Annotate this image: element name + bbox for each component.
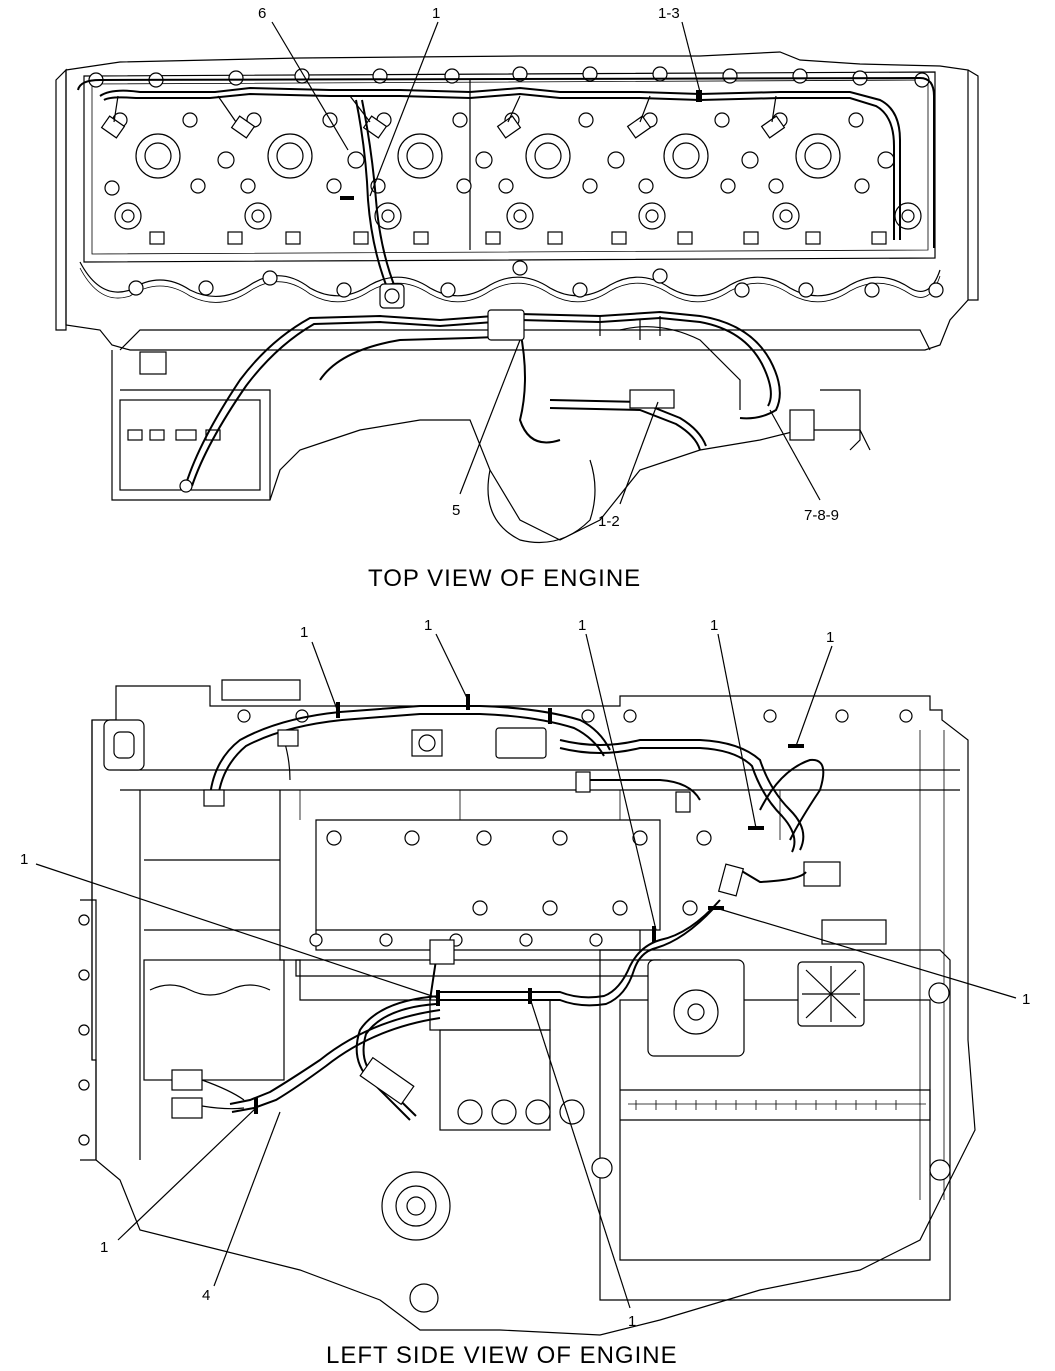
- callout-label: 1: [826, 629, 834, 646]
- callout-label: 5: [452, 502, 460, 519]
- top-view-callouts: 6 1 1-3 5 1-2 7-8-9: [258, 5, 839, 530]
- callout-label: 1: [20, 851, 28, 868]
- left-view-callouts: 1 1 1 1 1 1 1 1 1 4: [20, 617, 1030, 1330]
- callout-label: 1: [100, 1239, 108, 1256]
- callout-label: 1-3: [658, 5, 680, 22]
- left-view-leaders: [35, 633, 1017, 1309]
- callout-label: 1-2: [598, 513, 620, 530]
- callout-label: 1: [424, 617, 432, 634]
- callout-label: 1: [710, 617, 718, 634]
- callout-label: 4: [202, 1287, 210, 1304]
- callout-label: 1: [432, 5, 440, 22]
- top-view-drawing: [55, 51, 979, 544]
- left-view-drawing: [78, 679, 976, 1336]
- view-title-left: LEFT SIDE VIEW OF ENGINE: [326, 1342, 678, 1369]
- callout-label: 6: [258, 5, 266, 22]
- callout-label: 1: [1022, 991, 1030, 1008]
- callout-label: 1: [578, 617, 586, 634]
- callout-label: 7-8-9: [804, 507, 839, 524]
- view-title-top: TOP VIEW OF ENGINE: [368, 565, 641, 592]
- callout-label: 1: [628, 1313, 636, 1330]
- callout-label: 1: [300, 624, 308, 641]
- top-view-leaders: [271, 21, 821, 505]
